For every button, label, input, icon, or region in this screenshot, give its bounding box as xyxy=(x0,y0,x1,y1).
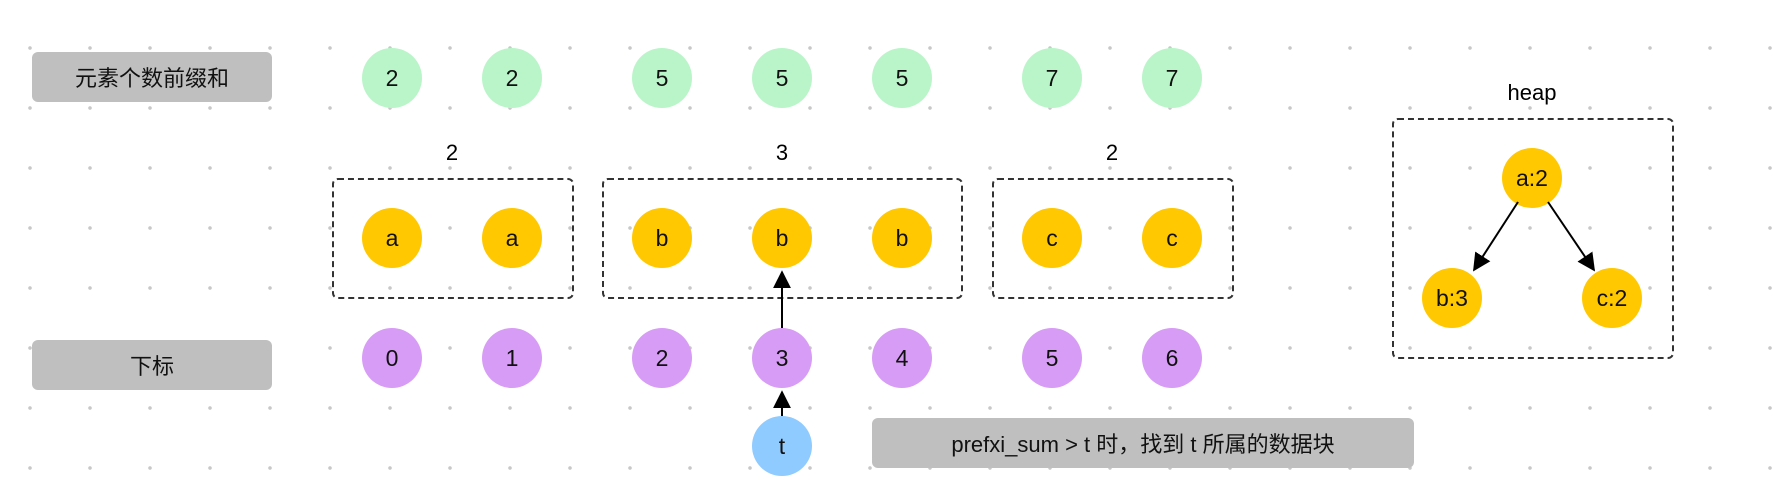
prefix-sum-node: 5 xyxy=(872,48,932,108)
prefix-sum-node: 7 xyxy=(1142,48,1202,108)
prefix-sum-label: 元素个数前缀和 xyxy=(32,52,272,102)
heap-title: heap xyxy=(1507,80,1557,105)
group-box-c xyxy=(992,178,1234,299)
index-node: 1 xyxy=(482,328,542,388)
element-node: b xyxy=(872,208,932,268)
target-node: t xyxy=(752,416,812,476)
element-node: a xyxy=(362,208,422,268)
heap-box xyxy=(1392,118,1674,359)
element-node: b xyxy=(752,208,812,268)
heap-left-node: b:3 xyxy=(1422,268,1482,328)
index-node: 0 xyxy=(362,328,422,388)
group-count-label: 2 xyxy=(1105,140,1119,165)
element-node: a xyxy=(482,208,542,268)
group-count-label: 3 xyxy=(775,140,789,165)
heap-root-to-left-arrow xyxy=(1473,201,1519,272)
heap-root-to-right-arrow xyxy=(1547,201,1596,272)
index-label: 下标 xyxy=(32,340,272,390)
prefix-sum-node: 5 xyxy=(632,48,692,108)
group-box-a xyxy=(332,178,574,299)
note-label: prefxi_sum > t 时，找到 t 所属的数据块 xyxy=(872,418,1414,468)
group-count-label: 2 xyxy=(445,140,459,165)
prefix-sum-node: 2 xyxy=(482,48,542,108)
element-node: c xyxy=(1022,208,1082,268)
prefix-sum-node: 2 xyxy=(362,48,422,108)
heap-root-node: a:2 xyxy=(1502,148,1562,208)
element-node: c xyxy=(1142,208,1202,268)
index-node: 5 xyxy=(1022,328,1082,388)
prefix-sum-node: 5 xyxy=(752,48,812,108)
index-node: 2 xyxy=(632,328,692,388)
element-node: b xyxy=(632,208,692,268)
index-node: 3 xyxy=(752,328,812,388)
prefix-sum-node: 7 xyxy=(1022,48,1082,108)
index-node: 6 xyxy=(1142,328,1202,388)
heap-right-node: c:2 xyxy=(1582,268,1642,328)
index-node: 4 xyxy=(872,328,932,388)
